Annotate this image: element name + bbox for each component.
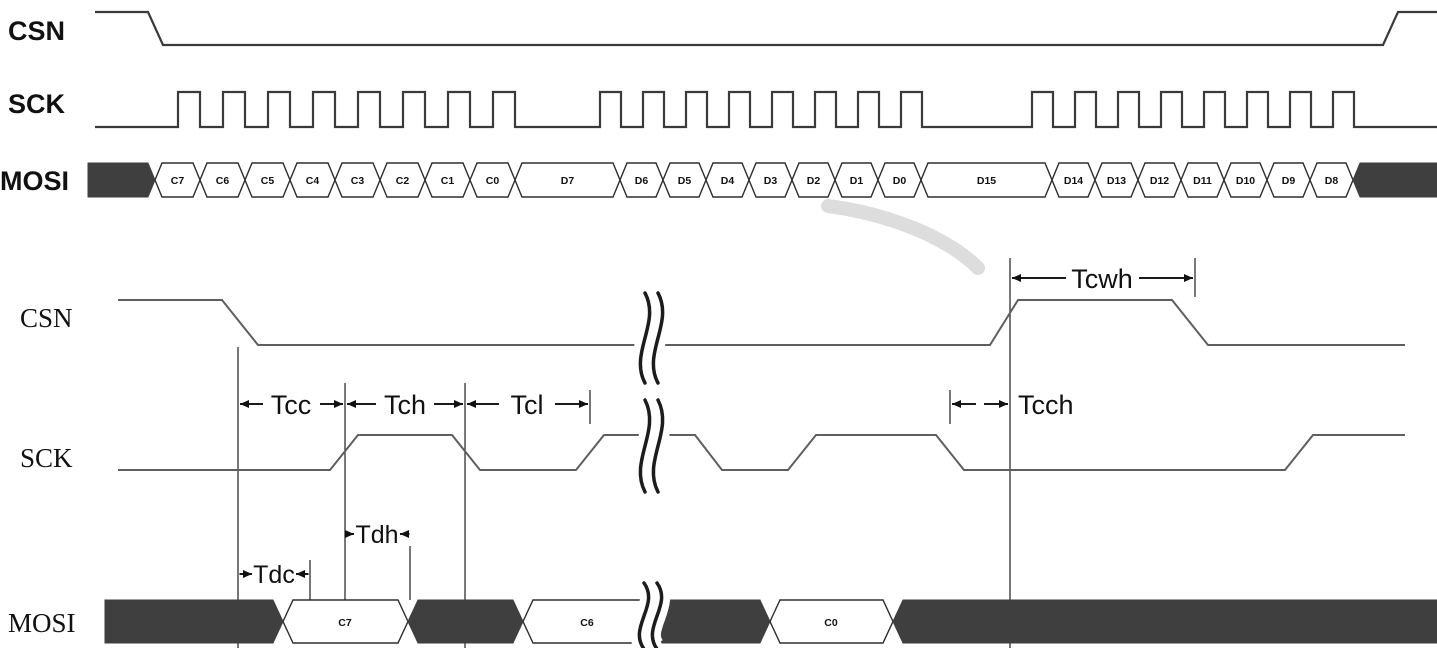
mosi-bit-label: D5	[678, 175, 692, 187]
tdc-label: Tdc	[253, 561, 295, 589]
tcl-label: Tcl	[511, 390, 544, 420]
bus-idle-end-block	[1352, 162, 1437, 198]
break-mark-csn	[631, 285, 672, 391]
mosi-cell-c0-label: C0	[824, 617, 838, 629]
tcc-label: Tcc	[271, 390, 312, 420]
bus-idle-block	[651, 599, 771, 644]
tcl-dimension: Tcl	[467, 390, 588, 420]
mosi-bit-label: D11	[1193, 175, 1212, 187]
tdh-label: Tdh	[355, 521, 398, 549]
top-mosi-label: MOSI	[0, 166, 69, 196]
mosi-bit-label: D9	[1282, 175, 1296, 187]
mosi-bit-label: D4	[721, 175, 735, 187]
bottom-sck-waveform	[118, 434, 1405, 471]
bus-idle-block	[407, 599, 524, 644]
tcwh-label: Tcwh	[1071, 264, 1133, 294]
mosi-bit-label: C7	[171, 175, 185, 187]
top-mosi-bus: C7 C6 C5 C4 C3 C2 C1 C0 D7 D6 D5 D4 D3 D2 D1 D0 D15 D14 D1…	[87, 162, 1437, 198]
mosi-bit-label: C2	[396, 175, 410, 187]
tcc-dimension: Tcc	[240, 390, 343, 420]
mosi-bit-label: D10	[1236, 175, 1255, 187]
top-mosi-cells: C7 C6 C5 C4 C3 C2 C1 C0 D7 D6 D5 D4 D3 D2 D1 D0 D15 D14 D1…	[154, 162, 1354, 198]
mosi-bit-label: D1	[850, 175, 864, 187]
mosi-bit-label: C1	[441, 175, 455, 187]
bus-idle-block	[104, 599, 284, 644]
top-sck-waveform	[95, 90, 1437, 129]
mosi-bit-label: D12	[1150, 175, 1169, 187]
bottom-mosi-label: MOSI	[8, 608, 76, 638]
mosi-bit-label: C5	[261, 175, 275, 187]
tdc-dimension: Tdc	[239, 561, 309, 589]
top-csn-label: CSN	[8, 16, 65, 46]
mosi-bit-label: D0	[893, 175, 907, 187]
tch-label: Tch	[384, 390, 426, 420]
mosi-bit-label: D14	[1064, 175, 1083, 187]
bus-idle-block	[892, 599, 1437, 644]
mosi-bit-label: C0	[486, 175, 500, 187]
break-mark-sck	[631, 393, 672, 499]
mosi-bit-label: D7	[561, 175, 575, 187]
tdh-dimension: Tdh	[345, 521, 410, 549]
bottom-detail-section: CSN SCK MOSI C7 C6 C0	[8, 258, 1437, 648]
break-mark-mosi	[630, 574, 671, 648]
mosi-bit-label: D13	[1107, 175, 1126, 187]
mosi-bit-label: D2	[807, 175, 821, 187]
tcch-label: Tcch	[1018, 390, 1074, 420]
mosi-cell-c7-label: C7	[338, 617, 352, 629]
bottom-mosi-bus: C7 C6 C0	[104, 599, 1437, 644]
mosi-bit-label: C4	[306, 175, 320, 187]
tcch-dimension: Tcch	[952, 390, 1074, 420]
top-sck-label: SCK	[8, 89, 66, 119]
mosi-bit-label: D15	[977, 175, 996, 187]
top-overview-section: CSN SCK MOSI C7 C6 C5 C4 C3 C2 C1 C0 D7 D6 D5 D4 D3 D…	[0, 10, 1437, 198]
watermark-artifact	[821, 199, 985, 275]
mosi-bit-label: D8	[1325, 175, 1339, 187]
tch-dimension: Tch	[347, 390, 463, 420]
bottom-sck-label: SCK	[20, 443, 73, 473]
mosi-bit-label: C6	[216, 175, 230, 187]
mosi-bit-label: D6	[635, 175, 649, 187]
mosi-bit-label: D3	[764, 175, 778, 187]
mosi-cell-c6-label: C6	[580, 617, 594, 629]
tcwh-dimension: Tcwh	[1012, 264, 1193, 294]
mosi-bit-label: C3	[351, 175, 365, 187]
bottom-csn-label: CSN	[20, 303, 73, 333]
bus-idle-start-block	[87, 162, 156, 198]
bottom-csn-waveform	[118, 299, 1405, 346]
top-csn-waveform	[95, 10, 1437, 47]
